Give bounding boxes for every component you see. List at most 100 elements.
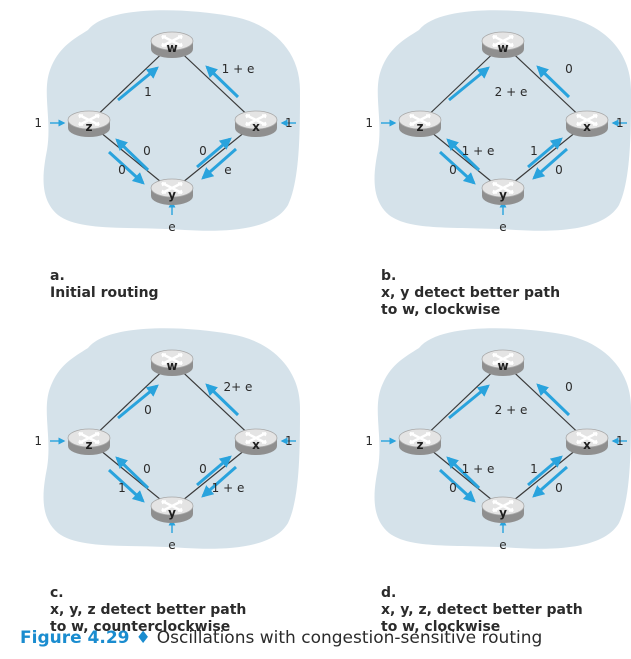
arrow-x-to-y (532, 465, 568, 498)
label-z-y-lower: 0 (118, 163, 126, 177)
label-ext-y: e (499, 538, 506, 552)
label-ext-x: 1 (616, 116, 624, 130)
label-ext-x: 1 (285, 116, 293, 130)
figure-caption: Figure 4.29♦Oscillations with congestion… (20, 628, 542, 648)
figure-title: Oscillations with congestion-sensitive r… (156, 628, 543, 648)
router-w: w (149, 348, 195, 378)
link-w-z (88, 43, 173, 124)
router-z: z (66, 427, 112, 457)
arrow-x-to-w (536, 383, 571, 417)
caption-a: a. Initial routing (50, 251, 159, 302)
router-y: y (480, 495, 526, 525)
label-ext-z: 1 (34, 116, 42, 130)
router-label-z: z (86, 438, 93, 452)
label-y-z-upper: 1 + e (462, 144, 495, 158)
label-ext-z: 1 (34, 434, 42, 448)
label-x-y-lower: 0 (555, 481, 563, 495)
arrow-x-to-y (532, 147, 568, 180)
network-cloud (374, 328, 631, 549)
caption-d-body: x, y, z, detect better path to w, clockw… (381, 602, 583, 635)
label-x-w: 0 (565, 62, 573, 76)
arrow-x-to-w (536, 65, 571, 99)
arrow-z-to-w (448, 66, 490, 102)
arrow-x-to-w (205, 65, 240, 99)
label-x-y-lower: 1 + e (212, 481, 245, 495)
caption-c: c. x, y, z detect better path to w, coun… (50, 568, 246, 636)
network-cloud (43, 10, 301, 231)
label-x-y-lower: 0 (555, 163, 563, 177)
arrow-y-to-z (446, 138, 481, 172)
arrow-z-to-y (438, 150, 476, 185)
caption-b-body: x, y detect better path to w, clockwise (381, 285, 561, 318)
arrow-z-to-y (107, 468, 145, 503)
router-w: w (480, 30, 526, 60)
label-z-w: 0 (144, 403, 152, 417)
arrow-z-to-w (117, 66, 159, 102)
arrow-y-to-z (115, 456, 150, 490)
label-y-x-upper: 0 (199, 462, 207, 476)
router-label-y: y (499, 506, 507, 520)
network-cloud (374, 10, 631, 231)
caption-b: b. x, y detect better path to w, clockwi… (381, 251, 560, 319)
caption-d-prefix: d. (381, 585, 397, 601)
label-z-w: 2 + e (495, 85, 528, 99)
figure-number: Figure 4.29 (20, 628, 130, 648)
label-y-x-upper: 1 (530, 462, 538, 476)
router-label-x: x (583, 120, 591, 134)
arrow-y-to-x (196, 137, 232, 169)
router-label-x: x (583, 438, 591, 452)
router-x: x (564, 427, 610, 457)
link-w-x (171, 43, 257, 124)
router-y: y (480, 177, 526, 207)
label-z-y-lower: 0 (449, 481, 457, 495)
link-w-z (88, 361, 173, 442)
router-x: x (233, 109, 279, 139)
link-w-x (502, 43, 588, 124)
label-ext-y: e (168, 538, 175, 552)
caption-a-body: Initial routing (50, 285, 159, 301)
arrow-y-to-z (115, 138, 150, 172)
router-w: w (149, 30, 195, 60)
caption-d: d. x, y, z, detect better path to w, clo… (381, 568, 583, 636)
router-label-z: z (417, 438, 424, 452)
label-ext-x: 1 (285, 434, 293, 448)
label-z-y-lower: 0 (449, 163, 457, 177)
arrow-z-to-y (438, 468, 476, 503)
network-cloud (43, 328, 301, 549)
router-y: y (149, 495, 195, 525)
label-x-w: 1 + e (222, 62, 255, 76)
caption-c-body: x, y, z detect better path to w, counter… (50, 602, 247, 635)
label-y-x-upper: 0 (199, 144, 207, 158)
router-z: z (66, 109, 112, 139)
label-ext-x: 1 (616, 434, 624, 448)
router-label-w: w (166, 41, 177, 55)
label-ext-y: e (499, 220, 506, 234)
arrow-z-to-w (117, 384, 159, 420)
label-x-y-lower: e (224, 163, 231, 177)
label-ext-y: e (168, 220, 175, 234)
router-label-w: w (497, 41, 508, 55)
caption-b-prefix: b. (381, 268, 397, 284)
label-y-z-upper: 0 (143, 144, 151, 158)
label-x-w: 2+ e (224, 380, 253, 394)
label-ext-z: 1 (365, 116, 373, 130)
router-label-y: y (168, 188, 176, 202)
caption-a-prefix: a. (50, 268, 65, 284)
router-label-z: z (86, 120, 93, 134)
label-y-z-upper: 0 (143, 462, 151, 476)
router-label-z: z (417, 120, 424, 134)
router-z: z (397, 109, 443, 139)
arrow-y-to-x (527, 455, 563, 487)
arrow-z-to-w (448, 384, 490, 420)
router-label-w: w (497, 359, 508, 373)
router-y: y (149, 177, 195, 207)
arrow-x-to-y (201, 465, 237, 498)
router-label-w: w (166, 359, 177, 373)
caption-c-prefix: c. (50, 585, 64, 601)
arrow-z-to-y (107, 150, 145, 185)
router-label-y: y (499, 188, 507, 202)
